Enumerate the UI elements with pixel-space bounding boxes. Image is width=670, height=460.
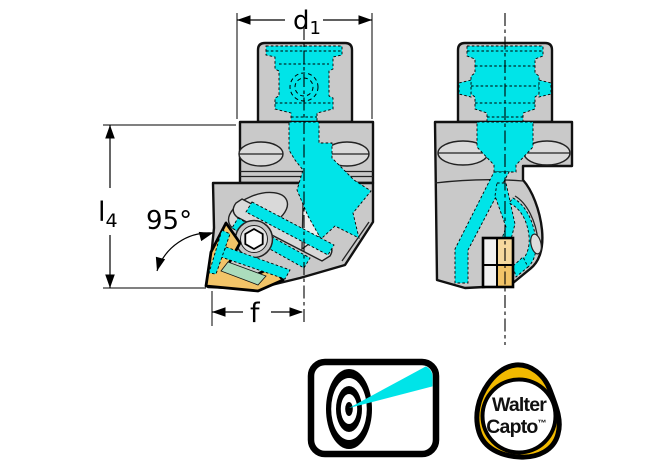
- extension-lines: [103, 124, 236, 289]
- coolant-zigzag-side: [494, 182, 516, 248]
- coolant-diagonal-side: [454, 171, 510, 284]
- arrowhead-left: [237, 15, 251, 25]
- arrowhead-left: [212, 307, 226, 317]
- side-view: [433, 41, 574, 290]
- coolant-head-main: [288, 121, 372, 240]
- dimension-f-label: f: [250, 298, 261, 329]
- arrowhead-down: [152, 256, 166, 273]
- flange-slots: [238, 141, 370, 167]
- logo-circle: [480, 377, 558, 455]
- coolant-strip-upper: [245, 201, 335, 256]
- coolant-target-icon: [307, 358, 440, 458]
- arrowhead-bottom: [105, 274, 115, 288]
- angle-label: 95°: [146, 206, 192, 236]
- arrowhead-top: [105, 125, 115, 139]
- dimension-l4: l4: [98, 124, 236, 289]
- arrowhead-right: [358, 15, 372, 25]
- arrowhead-right: [289, 307, 303, 317]
- target-rings-icon: [326, 369, 372, 449]
- coolant-jet-icon: [349, 365, 433, 408]
- dimension-l4-label: l4: [98, 197, 118, 232]
- extension-lines: [236, 13, 373, 119]
- logo-text-line2: Capto™: [486, 416, 545, 438]
- clamp-pin-side: [530, 233, 542, 255]
- insert-block-side: [481, 236, 515, 289]
- coolant-edge-sliver: [208, 229, 231, 275]
- walter-capto-logo: Walter Capto™: [474, 362, 562, 460]
- front-view: [204, 41, 375, 293]
- coolant-tab-left: [458, 79, 472, 98]
- dimension-d1-label: d1: [293, 6, 321, 39]
- bevel-edge: [341, 221, 370, 262]
- coolant-profile-strip-side: [508, 197, 537, 269]
- dimension-f: f: [211, 291, 303, 329]
- insert-shim: [220, 261, 267, 286]
- angle-annotation: 95°: [146, 206, 215, 273]
- coolant-corner-bit-side: [512, 256, 529, 278]
- dimension-d1: d1: [236, 6, 373, 119]
- logo-text-line1: Walter: [492, 394, 547, 416]
- coolant-tab-right: [538, 79, 552, 98]
- shoulder-line: [434, 179, 524, 184]
